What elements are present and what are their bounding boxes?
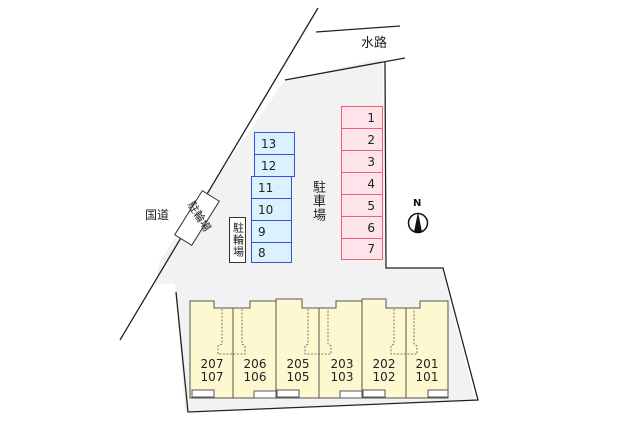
parking-space-12[interactable]: 12 <box>254 154 295 177</box>
unit-205-105[interactable]: 205 105 <box>278 358 318 384</box>
unit-lower: 103 <box>330 370 354 384</box>
bicycle-parking-left-box <box>174 189 220 247</box>
north-label: N <box>413 198 422 209</box>
waterway-edge-bottom <box>284 57 406 81</box>
unit-lower: 105 <box>286 370 310 384</box>
parking-space-1[interactable]: 1 <box>341 106 383 129</box>
unit-upper: 207 <box>200 357 224 371</box>
national-road-edge <box>119 7 319 341</box>
unit-upper: 206 <box>243 357 267 371</box>
waterway-edge-top <box>315 25 401 33</box>
unit-203-103[interactable]: 203 103 <box>322 358 362 384</box>
parking-space-11[interactable]: 11 <box>251 176 292 199</box>
parking-space-9[interactable]: 9 <box>251 220 292 243</box>
parking-label: 駐車場 <box>310 180 325 222</box>
parking-space-6[interactable]: 6 <box>341 216 383 239</box>
parking-space-2[interactable]: 2 <box>341 128 383 151</box>
national-road-label: 国道 <box>145 208 170 222</box>
waterway-label: 水路 <box>361 36 388 51</box>
unit-upper: 202 <box>372 357 396 371</box>
parking-space-4[interactable]: 4 <box>341 172 383 195</box>
unit-207-107[interactable]: 207 107 <box>192 358 232 384</box>
parking-space-7[interactable]: 7 <box>341 238 383 260</box>
bicycle-parking-inner-label: 駐輪場 <box>229 217 246 263</box>
unit-upper: 201 <box>415 357 439 371</box>
parking-space-3[interactable]: 3 <box>341 150 383 173</box>
unit-lower: 101 <box>415 370 439 384</box>
unit-upper: 205 <box>286 357 310 371</box>
unit-lower: 107 <box>200 370 224 384</box>
unit-lower: 102 <box>372 370 396 384</box>
compass-icon <box>407 212 429 234</box>
parking-space-8[interactable]: 8 <box>251 242 292 263</box>
unit-202-102[interactable]: 202 102 <box>364 358 404 384</box>
building <box>189 298 449 399</box>
unit-lower: 106 <box>243 370 267 384</box>
unit-201-101[interactable]: 201 101 <box>407 358 447 384</box>
parking-space-5[interactable]: 5 <box>341 194 383 217</box>
parking-space-13[interactable]: 13 <box>254 132 295 155</box>
north-arrow: N <box>406 198 430 238</box>
unit-upper: 203 <box>330 357 354 371</box>
parking-space-10[interactable]: 10 <box>251 198 292 221</box>
unit-206-106[interactable]: 206 106 <box>235 358 275 384</box>
lot-boundary <box>175 61 479 413</box>
